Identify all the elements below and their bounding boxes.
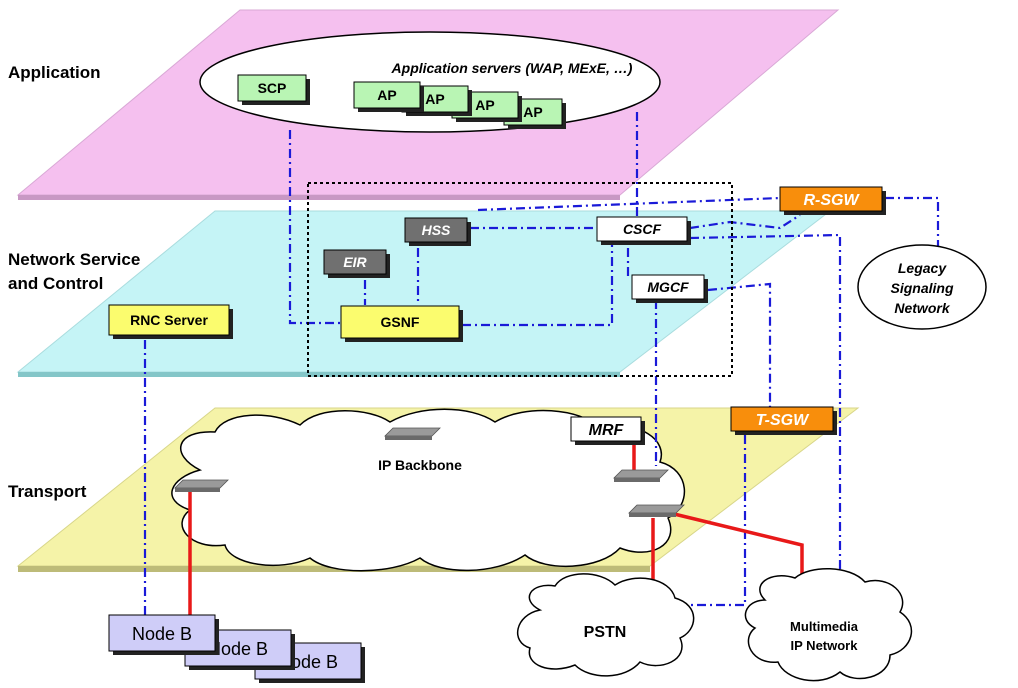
legacy-label-line3: Network [894,300,950,316]
gsnf-label: GSNF [381,314,420,330]
ip-backbone-label: IP Backbone [378,457,462,473]
application-servers-caption: Application servers (WAP, MExE, …) [391,60,633,76]
hss-box [404,217,468,243]
layer-label-and-control: and Control [8,274,103,293]
legacy-label-line2: Signaling [891,280,954,296]
node-b-label-1: Node B [132,624,192,644]
ip-backbone-cloud [171,408,685,572]
router-icon-left [174,479,229,492]
rnc-server-label: RNC Server [130,312,208,328]
mgcf-label: MGCF [647,279,689,295]
layer-label-application: Application [8,63,101,82]
core-network-boundary [307,182,733,377]
mgcf-box [631,274,705,300]
scp-label: SCP [258,80,287,96]
layer-label-transport: Transport [8,482,87,501]
r-sgw-label: R-SGW [803,192,860,209]
legacy-label-line1: Legacy [898,260,947,276]
multimedia-label-line2: IP Network [791,638,859,653]
node-b-label-2: Node B [208,639,268,659]
scp-box [237,74,307,102]
eir-label: EIR [343,254,367,270]
multimedia-label-line1: Multimedia [790,619,859,634]
eir-box [323,249,387,275]
ap-label-4: AP [523,104,542,120]
router-icon-mrf [613,469,669,482]
mrf-box [570,416,642,442]
pstn-cloud [516,573,695,677]
ap-box-1 [353,81,421,109]
r-sgw-box [779,186,883,212]
router-icon-backbone-top [384,427,441,440]
ap-label-1: AP [377,87,396,103]
ap-label-2: AP [425,91,444,107]
node-b-box-1 [108,614,216,652]
cscf-label: CSCF [623,221,662,237]
cscf-box [596,216,688,242]
t-sgw-label: T-SGW [756,412,810,429]
router-icon-edge [628,504,685,517]
signaling-links [143,112,940,615]
application-plane-edge [18,195,620,200]
multimedia-ip-network-cloud [744,568,913,682]
t-sgw-box [730,406,834,432]
layer-label-network-service: Network Service [8,250,140,269]
mrf-label: MRF [589,422,625,439]
ap-label-3: AP [475,97,494,113]
legacy-signaling-network-ellipse [857,244,987,330]
pstn-label: PSTN [584,624,627,641]
hss-label: HSS [422,222,451,238]
gsnf-box [340,305,460,339]
rnc-server-box [108,304,230,336]
control-plane-edge [18,372,620,377]
